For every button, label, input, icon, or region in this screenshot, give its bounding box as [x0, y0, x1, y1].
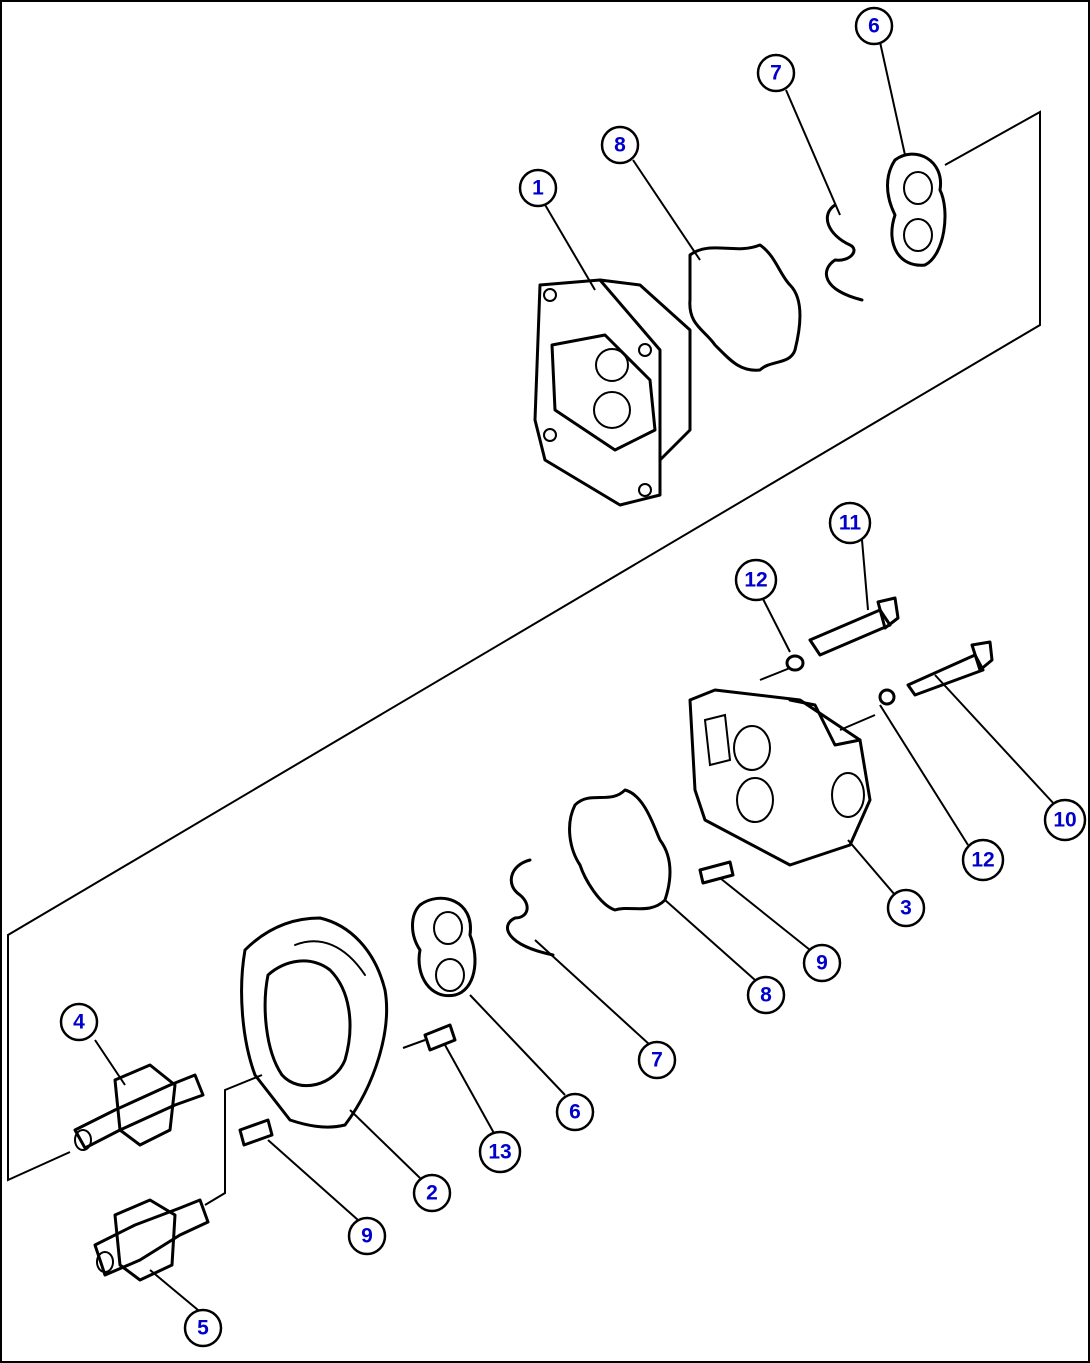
callout-13-label: 13 — [488, 1141, 511, 1164]
callout-8-lower-label: 8 — [760, 984, 772, 1007]
washer-upper-part — [785, 654, 805, 672]
dowel-pin-lower-part — [238, 1118, 274, 1147]
callout-7-top: 7 — [756, 53, 796, 93]
driven-gear-shaft-part — [93, 1198, 210, 1282]
leader-lines — [94, 41, 1056, 1311]
drive-gear-shaft-part — [73, 1063, 205, 1151]
callout-8-top-label: 8 — [614, 134, 626, 157]
callout-7-lower-label: 7 — [651, 1049, 663, 1072]
snap-ring-lower-part — [506, 858, 555, 957]
callout-1: 1 — [518, 168, 558, 208]
snap-ring-top-part — [824, 203, 864, 302]
callout-9-upper: 9 — [802, 943, 842, 983]
callout-3: 3 — [886, 888, 926, 928]
callout-12-upper: 12 — [734, 558, 778, 602]
callout-9-lower-label: 9 — [361, 1225, 373, 1248]
callout-1-label: 1 — [532, 177, 544, 200]
callout-12-upper-label: 12 — [744, 569, 767, 592]
callout-2-label: 2 — [426, 1182, 438, 1205]
bolt-10-part — [906, 640, 994, 697]
dowel-pin-upper-part — [698, 860, 735, 885]
callout-3-label: 3 — [900, 897, 912, 920]
washer-lower-part — [878, 688, 896, 706]
seal-top-part — [886, 152, 947, 267]
callout-7-lower: 7 — [637, 1040, 677, 1080]
callout-4: 4 — [59, 1002, 99, 1042]
gasket-top-part — [688, 243, 802, 372]
gear-housing-part — [240, 916, 389, 1129]
callout-9-lower: 9 — [347, 1216, 387, 1256]
dowel-pin-13-part — [423, 1023, 457, 1052]
callout-6-top: 6 — [854, 6, 894, 46]
bolt-11-part — [808, 596, 900, 657]
callout-11-label: 11 — [839, 512, 862, 535]
callout-13: 13 — [478, 1130, 522, 1174]
callout-10-label: 10 — [1053, 809, 1076, 832]
callout-6-lower: 6 — [555, 1092, 595, 1132]
callout-7-top-label: 7 — [770, 62, 782, 85]
callout-12-lower-label: 12 — [971, 849, 994, 872]
callout-4-label: 4 — [73, 1011, 85, 1034]
callout-6-lower-label: 6 — [569, 1101, 581, 1124]
seal-lower-part — [411, 896, 477, 998]
assembly-axis-line — [7, 110, 1041, 1182]
gasket-lower-part — [568, 788, 672, 912]
callout-5-label: 5 — [197, 1317, 209, 1340]
callout-10: 10 — [1043, 798, 1087, 842]
callout-5: 5 — [183, 1308, 223, 1348]
callout-9-upper-label: 9 — [816, 952, 828, 975]
callout-6-top-label: 6 — [868, 15, 880, 38]
rear-cover-part — [533, 278, 692, 507]
callout-8-lower: 8 — [746, 975, 786, 1015]
callout-8-top: 8 — [600, 125, 640, 165]
front-cover-part — [688, 688, 872, 867]
callout-2: 2 — [412, 1173, 452, 1213]
callout-11: 11 — [828, 501, 872, 545]
callout-12-lower: 12 — [961, 838, 1005, 882]
